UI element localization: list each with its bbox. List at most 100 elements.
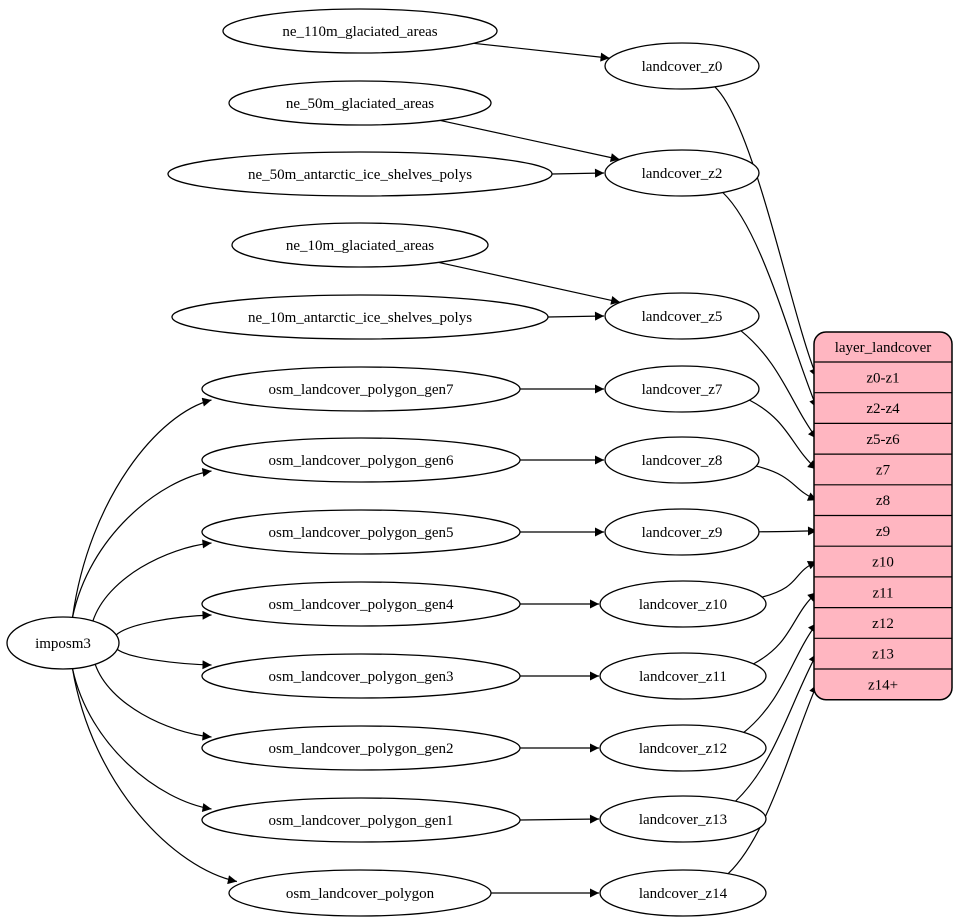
edge-landcover_z14-layer_landcover-z14+ <box>727 684 818 875</box>
edge-landcover_z10-layer_landcover-z10 <box>762 560 818 598</box>
node-label-imposm3: imposm3 <box>35 636 91 652</box>
edge-landcover_z9-layer_landcover-z9 <box>758 526 818 536</box>
node-ellipse-landcover_z8 <box>604 436 760 484</box>
node-osm_landcover_polygon_gen2: osm_landcover_polygon_gen2 <box>201 725 521 771</box>
node-ellipse-landcover_z2 <box>604 149 760 197</box>
table-row-z8: z8 <box>876 493 890 509</box>
node-landcover_z10: landcover_z10 <box>599 580 767 628</box>
node-osm_landcover_polygon_gen6: osm_landcover_polygon_gen6 <box>201 437 521 483</box>
node-ne_10m_glaciated_areas: ne_10m_glaciated_areas <box>231 222 489 268</box>
table-layer_landcover: layer_landcoverz0-z1z2-z4z5-z6z7z8z9z10z… <box>813 331 953 701</box>
node-osm_landcover_polygon: osm_landcover_polygon <box>228 869 492 917</box>
node-label-osm_landcover_polygon_gen2: osm_landcover_polygon_gen2 <box>269 741 454 757</box>
node-label-landcover_z7: landcover_z7 <box>642 382 723 398</box>
edge-imposm3-osm_landcover_polygon_gen2 <box>94 664 212 741</box>
node-label-osm_landcover_polygon_gen1: osm_landcover_polygon_gen1 <box>269 813 454 829</box>
edge-ne_50m_antarctic_ice_shelves_polys-landcover_z2 <box>551 168 605 178</box>
node-landcover_z9: landcover_z9 <box>604 508 760 556</box>
table-row-z10: z10 <box>872 555 894 571</box>
edge-imposm3-osm_landcover_polygon <box>71 668 238 885</box>
node-osm_landcover_polygon_gen5: osm_landcover_polygon_gen5 <box>201 509 521 555</box>
edge-imposm3-osm_landcover_polygon_gen4 <box>115 610 212 636</box>
edge-landcover_z11-layer_landcover-z11 <box>753 591 818 665</box>
node-label-landcover_z13: landcover_z13 <box>639 812 727 828</box>
edge-landcover_z5-layer_landcover-z5-z6 <box>740 330 818 440</box>
node-ellipse-landcover_z14 <box>599 869 767 917</box>
edge-imposm3-osm_landcover_polygon_gen5 <box>92 539 212 622</box>
node-landcover_z14: landcover_z14 <box>599 869 767 917</box>
node-ellipse-landcover_z0 <box>604 42 760 90</box>
node-label-ne_50m_antarctic_ice_shelves_polys: ne_50m_antarctic_ice_shelves_polys <box>248 167 472 183</box>
table-row-z9: z9 <box>876 524 890 540</box>
node-label-landcover_z0: landcover_z0 <box>642 59 723 75</box>
table-row-z12: z12 <box>872 616 894 632</box>
node-ellipse-imposm3 <box>6 616 120 670</box>
node-label-landcover_z12: landcover_z12 <box>639 741 727 757</box>
edge-landcover_z13-layer_landcover-z13 <box>735 653 818 802</box>
edge-landcover_z0-layer_landcover-z0-z1 <box>714 86 818 378</box>
edge-landcover_z2-layer_landcover-z2-z4 <box>722 192 818 409</box>
node-ellipse-ne_10m_glaciated_areas <box>231 222 489 268</box>
edge-landcover_z8-layer_landcover-z8 <box>756 465 818 501</box>
edge-ne_110m_glaciated_areas-landcover_z0 <box>473 42 610 62</box>
node-ellipse-osm_landcover_polygon_gen5 <box>201 509 521 555</box>
node-ne_110m_glaciated_areas: ne_110m_glaciated_areas <box>222 8 498 54</box>
node-label-ne_10m_antarctic_ice_shelves_polys: ne_10m_antarctic_ice_shelves_polys <box>248 310 472 326</box>
node-ellipse-ne_50m_glaciated_areas <box>228 80 492 126</box>
edge-imposm3-osm_landcover_polygon_gen6 <box>71 468 212 618</box>
node-landcover_z11: landcover_z11 <box>599 652 767 700</box>
node-ellipse-osm_landcover_polygon_gen1 <box>201 797 521 843</box>
node-ellipse-landcover_z13 <box>599 795 767 843</box>
node-label-ne_10m_glaciated_areas: ne_10m_glaciated_areas <box>286 238 434 254</box>
node-ellipse-ne_110m_glaciated_areas <box>222 8 498 54</box>
node-ne_10m_antarctic_ice_shelves_polys: ne_10m_antarctic_ice_shelves_polys <box>171 294 549 340</box>
table-row-z14+: z14+ <box>868 677 898 693</box>
edge-landcover_z12-layer_landcover-z12 <box>743 622 818 733</box>
node-ellipse-landcover_z7 <box>604 365 760 413</box>
node-ellipse-ne_50m_antarctic_ice_shelves_polys <box>167 151 553 197</box>
node-osm_landcover_polygon_gen1: osm_landcover_polygon_gen1 <box>201 797 521 843</box>
table-row-z5-z6: z5-z6 <box>866 432 900 448</box>
node-ellipse-osm_landcover_polygon_gen3 <box>201 653 521 699</box>
node-label-osm_landcover_polygon: osm_landcover_polygon <box>286 886 435 902</box>
node-ellipse-osm_landcover_polygon_gen4 <box>201 581 521 627</box>
node-label-landcover_z11: landcover_z11 <box>639 669 727 685</box>
node-ellipse-landcover_z9 <box>604 508 760 556</box>
edge-imposm3-osm_landcover_polygon_gen1 <box>71 668 212 813</box>
edges <box>71 42 818 898</box>
node-ellipse-landcover_z11 <box>599 652 767 700</box>
node-ellipse-osm_landcover_polygon_gen7 <box>201 366 521 412</box>
node-landcover_z12: landcover_z12 <box>599 724 767 772</box>
edge-landcover_z7-layer_landcover-z7 <box>749 399 818 470</box>
edge-imposm3-osm_landcover_polygon_gen7 <box>71 397 212 618</box>
table-row-z7: z7 <box>876 462 891 478</box>
node-imposm3: imposm3 <box>6 616 120 670</box>
edge-ne_10m_glaciated_areas-landcover_z5 <box>438 261 621 305</box>
node-ellipse-landcover_z10 <box>599 580 767 628</box>
edge-imposm3-osm_landcover_polygon_gen3 <box>116 648 212 670</box>
nodes: imposm3 ne_110m_glaciated_areas ne_50m_gla… <box>6 8 767 917</box>
edge-ne_10m_antarctic_ice_shelves_polys-landcover_z5 <box>547 311 605 321</box>
node-label-osm_landcover_polygon_gen5: osm_landcover_polygon_gen5 <box>269 525 454 541</box>
edge-ne_50m_glaciated_areas-landcover_z2 <box>439 119 620 162</box>
node-landcover_z0: landcover_z0 <box>604 42 760 90</box>
node-landcover_z2: landcover_z2 <box>604 149 760 197</box>
node-landcover_z5: landcover_z5 <box>604 292 760 340</box>
node-label-ne_110m_glaciated_areas: ne_110m_glaciated_areas <box>282 24 437 40</box>
node-osm_landcover_polygon_gen3: osm_landcover_polygon_gen3 <box>201 653 521 699</box>
node-ellipse-landcover_z12 <box>599 724 767 772</box>
edge-osm_landcover_polygon_gen1-landcover_z13 <box>519 814 600 824</box>
node-ne_50m_glaciated_areas: ne_50m_glaciated_areas <box>228 80 492 126</box>
node-label-osm_landcover_polygon_gen4: osm_landcover_polygon_gen4 <box>269 597 454 613</box>
node-osm_landcover_polygon_gen4: osm_landcover_polygon_gen4 <box>201 581 521 627</box>
node-ellipse-osm_landcover_polygon <box>228 869 492 917</box>
node-ellipse-ne_10m_antarctic_ice_shelves_polys <box>171 294 549 340</box>
node-label-landcover_z14: landcover_z14 <box>639 886 728 902</box>
node-label-landcover_z2: landcover_z2 <box>642 166 723 182</box>
node-ellipse-osm_landcover_polygon_gen6 <box>201 437 521 483</box>
node-label-osm_landcover_polygon_gen3: osm_landcover_polygon_gen3 <box>269 669 454 685</box>
table-row-z0-z1: z0-z1 <box>866 370 899 386</box>
node-label-landcover_z9: landcover_z9 <box>642 525 723 541</box>
